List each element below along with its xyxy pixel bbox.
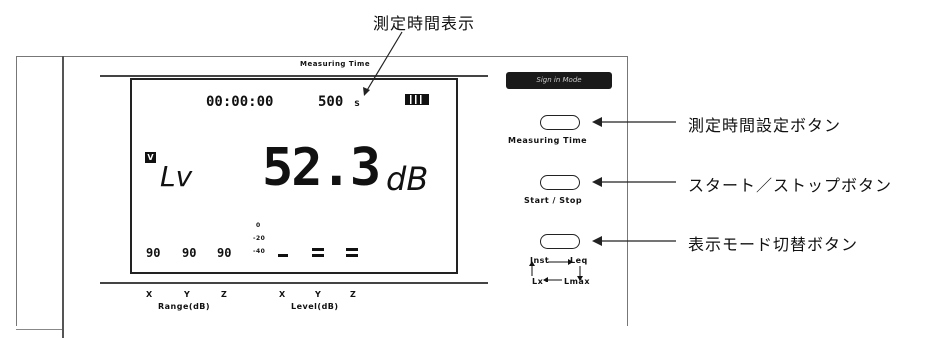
level-value: 52.3 (262, 138, 381, 198)
mode-mark-icon: V (145, 152, 156, 163)
level-bar-z-bottom (346, 254, 358, 257)
display-mode-button[interactable] (540, 234, 580, 249)
level-scale-0: 0 (256, 222, 261, 229)
panel-bottom-edge (16, 329, 62, 330)
callout-start-stop-button: スタート／ストップボタン (688, 176, 893, 195)
level-scale-20: -20 (253, 235, 266, 242)
range-axis-y: Y (184, 290, 191, 299)
mode-cycle-arrows (529, 259, 583, 282)
sign-in-mode-button[interactable]: Sign in Mode (506, 72, 612, 89)
level-bar-x (278, 254, 288, 257)
duration-unit: s (354, 98, 361, 109)
measuring-time-button[interactable] (540, 115, 580, 130)
duration-value: 500 (318, 94, 344, 110)
measuring-time-label: Measuring Time (508, 136, 588, 145)
level-scale-40: -40 (253, 248, 266, 255)
level-axis-z: Z (350, 290, 357, 299)
range-caption: Range(dB) (158, 302, 211, 311)
level-axis-x: X (279, 290, 286, 299)
range-x-value: 90 (146, 246, 161, 260)
lcd-bezel-bottom (100, 282, 488, 284)
device-panel-frame (16, 56, 628, 326)
callout-time-button: 測定時間設定ボタン (688, 116, 842, 135)
range-axis-z: Z (221, 290, 228, 299)
level-caption: Level(dB) (291, 302, 339, 311)
mode-lx-label: Lx (532, 277, 544, 286)
level-bar-y-top (312, 248, 324, 251)
callout-display-time: 測定時間表示 (373, 14, 476, 33)
start-stop-label: Start / Stop (524, 196, 583, 205)
level-bar-y-bottom (312, 254, 324, 257)
range-y-value: 90 (182, 246, 197, 260)
battery-icon (405, 94, 429, 105)
timer-readout: 00:00:00 (206, 94, 274, 110)
range-axis-x: X (146, 290, 153, 299)
panel-divider (62, 56, 64, 338)
level-axis-y: Y (315, 290, 322, 299)
start-stop-button[interactable] (540, 175, 580, 190)
mode-lmax-label: Lmax (564, 277, 590, 286)
mode-leq-label: Leq (570, 256, 588, 265)
level-unit: dB (386, 160, 429, 198)
range-z-value: 90 (217, 246, 232, 260)
mode-label: Lv (160, 160, 193, 193)
measuring-time-header: Measuring Time (300, 60, 371, 68)
callout-mode-button: 表示モード切替ボタン (688, 235, 859, 254)
lcd-bezel-top (100, 75, 488, 77)
level-bar-z-top (346, 248, 358, 251)
lcd-screen (130, 78, 458, 274)
mode-inst-label: Inst (530, 256, 550, 265)
